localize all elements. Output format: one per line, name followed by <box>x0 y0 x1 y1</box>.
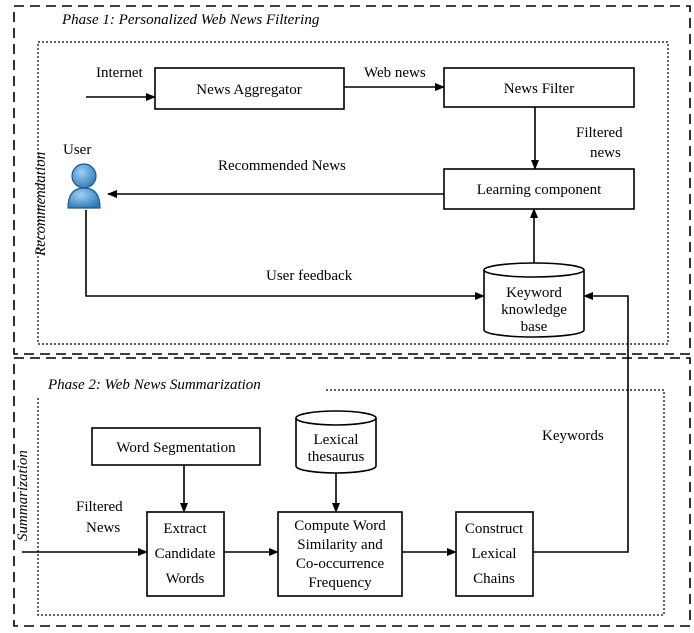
extract-candidate-label-2: Candidate <box>155 546 216 562</box>
user-label: User <box>63 142 91 158</box>
compute-word-label-3: Co-occurrence <box>296 556 385 572</box>
keywords-label: Keywords <box>542 428 604 444</box>
construct-lexical-label-3: Chains <box>473 571 515 587</box>
news-aggregator-label: News Aggregator <box>196 82 301 98</box>
lexical-thesaurus-label-2: thesaurus <box>308 449 365 465</box>
phase1-title: Phase 1: Personalized Web News Filtering <box>61 12 320 28</box>
keyword-kb-label-2: knowledge <box>501 302 567 318</box>
learning-component-box <box>443 168 635 210</box>
keyword-knowledge-base-cylinder <box>483 262 585 338</box>
keyword-kb-label-3: base <box>521 319 548 335</box>
phase1-outer-frame <box>13 5 691 355</box>
construct-lexical-box <box>455 511 534 597</box>
construct-lexical-label-1: Construct <box>465 521 524 537</box>
filtered-news-label-p2-2: News <box>86 520 120 536</box>
filtered-news-label-1: Filtered <box>576 125 623 141</box>
phase2-title: Phase 2: Web News Summarization <box>47 377 261 393</box>
internet-label: Internet <box>96 65 143 81</box>
lexical-thesaurus-cylinder <box>295 410 377 474</box>
filtered-news-label-p2-1: Filtered <box>76 499 123 515</box>
news-aggregator-box <box>154 67 345 110</box>
keyword-kb-label-1: Keyword <box>506 285 562 301</box>
compute-word-label-1: Compute Word <box>294 518 386 534</box>
user-feedback-arrow <box>85 210 485 300</box>
extract-candidate-label-3: Words <box>166 571 205 587</box>
compute-word-box <box>277 511 403 597</box>
web-news-label: Web news <box>364 65 426 81</box>
lexical-thesaurus-label-1: Lexical <box>314 432 359 448</box>
phase2-outer-frame <box>13 357 691 627</box>
user-icon <box>67 163 101 209</box>
recommendation-frame <box>37 41 669 345</box>
user-feedback-label: User feedback <box>266 268 353 284</box>
extract-candidate-label-1: Extract <box>163 521 207 537</box>
compute-word-label-2: Similarity and <box>297 537 383 553</box>
filtered-news-label-2: news <box>590 145 621 161</box>
summarization-frame <box>37 389 665 616</box>
summarization-side-label: Summarization <box>15 450 31 541</box>
recommendation-side-label: Recommendation <box>33 152 49 257</box>
news-filter-label: News Filter <box>504 81 574 97</box>
learning-component-label: Learning component <box>477 182 602 198</box>
word-segmentation-box <box>91 427 261 466</box>
word-segmentation-label: Word Segmentation <box>116 440 236 456</box>
recommended-news-label: Recommended News <box>218 158 346 174</box>
compute-word-label-4: Frequency <box>308 575 372 591</box>
keywords-feedback-arrow <box>533 292 629 553</box>
news-filter-box <box>443 67 635 108</box>
construct-lexical-label-2: Lexical <box>472 546 517 562</box>
extract-candidate-box <box>146 511 225 597</box>
